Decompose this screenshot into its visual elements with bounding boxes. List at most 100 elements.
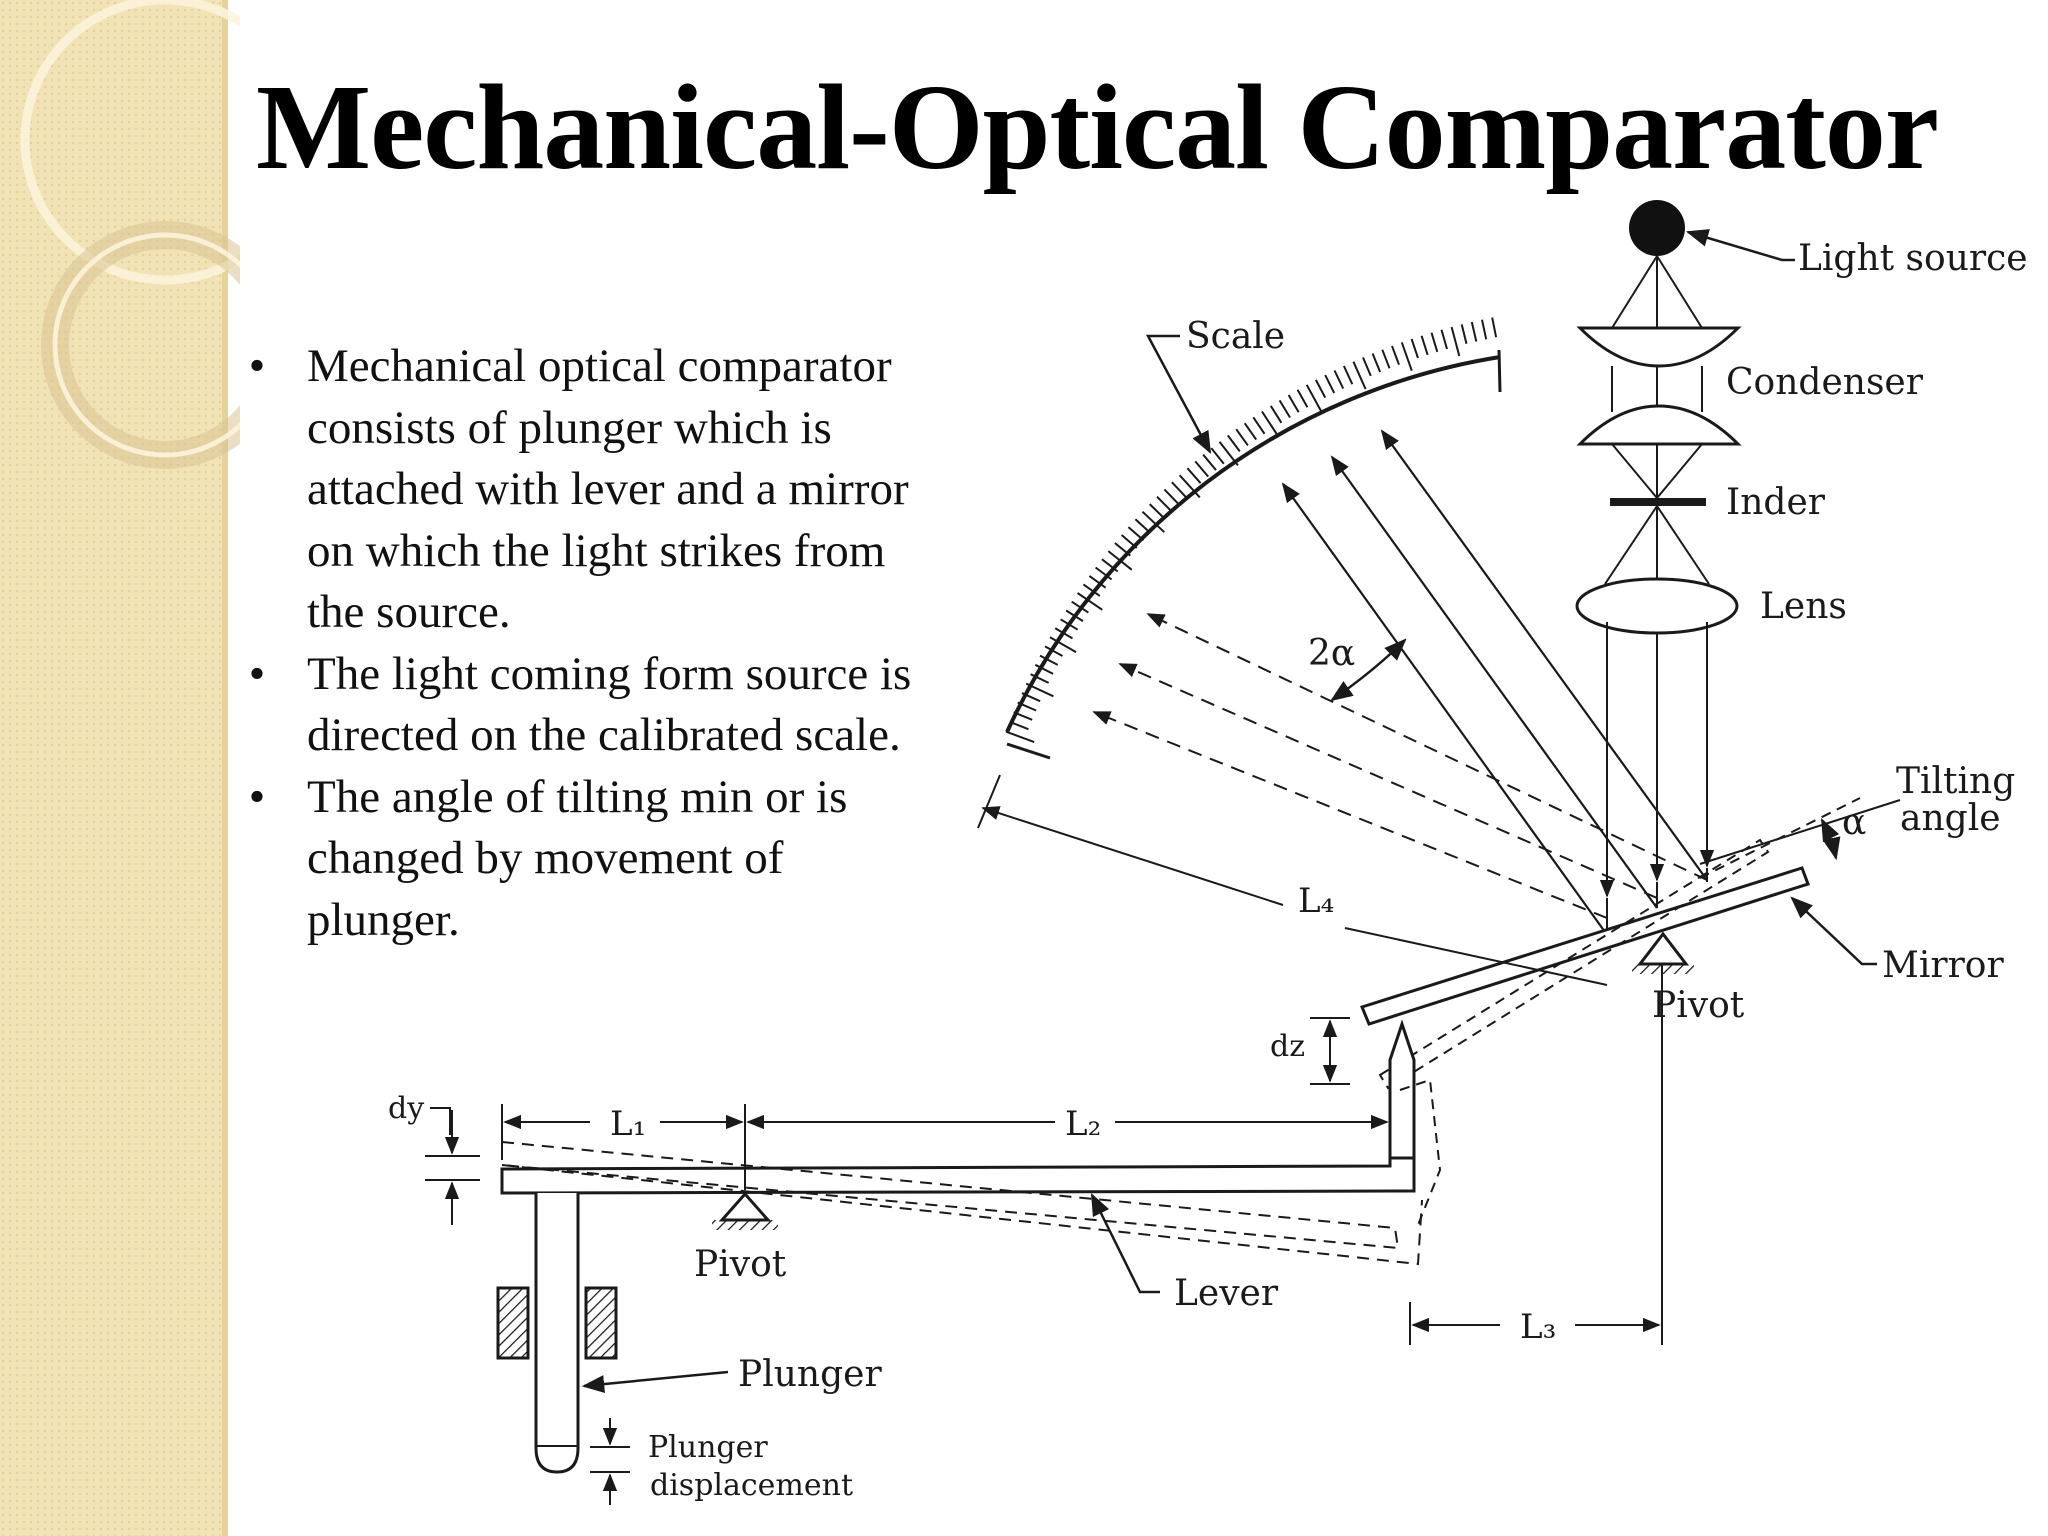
scale-tick	[1141, 510, 1165, 533]
bullet-line: The angle of tilting min or is	[307, 770, 848, 823]
lens	[1575, 577, 1739, 635]
scale-tick	[1450, 326, 1461, 357]
light-source-label: Light source	[1798, 238, 2028, 279]
bullet-item-1: • Mechanical optical comparator consists…	[242, 336, 982, 644]
plunger-displacement-label-2: displacement	[650, 1468, 853, 1503]
scale-end-left	[1006, 742, 1051, 760]
scale-tick	[1044, 645, 1063, 657]
l4-dimension-2	[1344, 927, 1608, 986]
scale-tick	[1202, 454, 1217, 471]
condenser-lower	[1576, 404, 1742, 446]
reflected-ray-2	[1330, 455, 1658, 909]
lever-leader	[1090, 1192, 1160, 1294]
decorative-rings	[20, 0, 240, 469]
bullet-line: Mechanical optical comparator	[307, 340, 892, 392]
scale-tick	[1013, 711, 1033, 721]
l4-extension	[977, 774, 1001, 829]
ray-source-right	[1656, 255, 1703, 329]
scale-tick	[1491, 317, 1498, 338]
scale-tick	[1120, 534, 1138, 549]
angle-label: angle	[1900, 798, 2001, 839]
l4-dimension	[981, 806, 1284, 906]
lever-pivot-triangle	[718, 1191, 772, 1222]
bullet-line: consists of plunger which is	[307, 401, 832, 454]
scale-tick	[1088, 575, 1107, 589]
plunger-label: Plunger	[738, 1354, 882, 1395]
scale-tick	[1333, 370, 1345, 389]
mirror-label: Mirror	[1882, 945, 2004, 986]
scale-tick	[1034, 663, 1054, 675]
scale-tick	[1218, 441, 1239, 467]
ray-source-left	[1611, 255, 1658, 329]
scale-tick	[1156, 495, 1172, 512]
inder-label: Inder	[1726, 482, 1826, 523]
scale-tick	[1101, 558, 1119, 573]
scale-tick	[1400, 342, 1413, 372]
scale-tick	[1210, 447, 1225, 465]
scale-tick	[1107, 550, 1133, 571]
condenser-label: Condenser	[1726, 362, 1924, 403]
scale-tick	[1017, 701, 1037, 712]
lever-pivot-hatch	[712, 1220, 778, 1230]
scale-tick	[1315, 379, 1327, 399]
tilted-ray-2	[1118, 663, 1658, 899]
lever-tilted-2	[501, 1164, 1423, 1266]
light-source-leader	[1685, 229, 1783, 262]
mirror-pivot-label: Pivot	[1652, 985, 1745, 1026]
plunger-guide-right	[584, 1286, 618, 1360]
l4-label: L₄	[1298, 881, 1334, 921]
push-rod-tilted	[1399, 1078, 1442, 1226]
inder-ray-1	[1611, 443, 1658, 499]
bullet-dot: •	[248, 770, 266, 823]
scale-tick	[1076, 592, 1103, 611]
scale-tick	[1049, 636, 1077, 653]
scale-tick	[1470, 321, 1478, 342]
page-title: Mechanical-Optical Comparator	[256, 60, 1939, 195]
scale-ticks	[1005, 317, 1498, 744]
plunger-guide-left	[496, 1286, 530, 1360]
scale-tick	[1430, 332, 1439, 353]
l2-label: L₂	[1065, 1104, 1101, 1144]
scale-tick	[1296, 389, 1309, 408]
scale-tick	[1481, 319, 1488, 340]
lens-ray-in-l	[1604, 505, 1658, 585]
scale-tick	[1371, 353, 1382, 373]
dy-label: dy	[388, 1091, 424, 1126]
dz-label: dz	[1270, 1029, 1305, 1064]
scale-tick	[1460, 324, 1468, 345]
l3-label: L₃	[1520, 1307, 1556, 1347]
mirror-pivot-triangle	[1636, 931, 1690, 966]
scale-tick	[1278, 399, 1291, 419]
scale-tick	[1269, 405, 1283, 424]
lever	[500, 1156, 1416, 1195]
tilted-ray-3	[1146, 613, 1708, 881]
scale-tick	[1391, 345, 1400, 366]
scale-tick	[1305, 384, 1322, 412]
scale-tick	[1235, 428, 1249, 446]
scale-tick	[1009, 720, 1029, 731]
bullet-line: the source.	[307, 586, 511, 638]
scale-tick	[1287, 394, 1300, 413]
plunger-displacement-label-1: Plunger	[648, 1430, 768, 1465]
light-source-bulb	[1629, 200, 1685, 256]
bullet-line: attached with lever and a mirror	[307, 463, 909, 515]
dy-leader	[430, 1107, 451, 1135]
mirror-leader	[1790, 896, 1877, 966]
scale-tick	[1410, 338, 1419, 359]
bullet-line: directed on the calibrated scale.	[307, 709, 901, 761]
tilt-reference-line	[1699, 799, 1901, 865]
scale-tick	[1134, 518, 1151, 534]
scale-tick	[1381, 349, 1391, 369]
scale-tick	[1149, 503, 1165, 519]
scale-tick	[1252, 416, 1266, 435]
scale-tick	[1440, 329, 1448, 350]
tilt-angle-arc	[1820, 817, 1841, 861]
scale-tick	[1243, 422, 1258, 441]
bullet-item-3: • The angle of tilting min or is changed…	[242, 767, 982, 952]
scale-tick	[1082, 583, 1101, 597]
scale-tick	[1065, 609, 1084, 622]
scale-tick	[1025, 682, 1054, 698]
condenser-upper	[1576, 326, 1742, 368]
scale-tick	[1261, 410, 1280, 438]
mirror	[1359, 866, 1810, 1026]
